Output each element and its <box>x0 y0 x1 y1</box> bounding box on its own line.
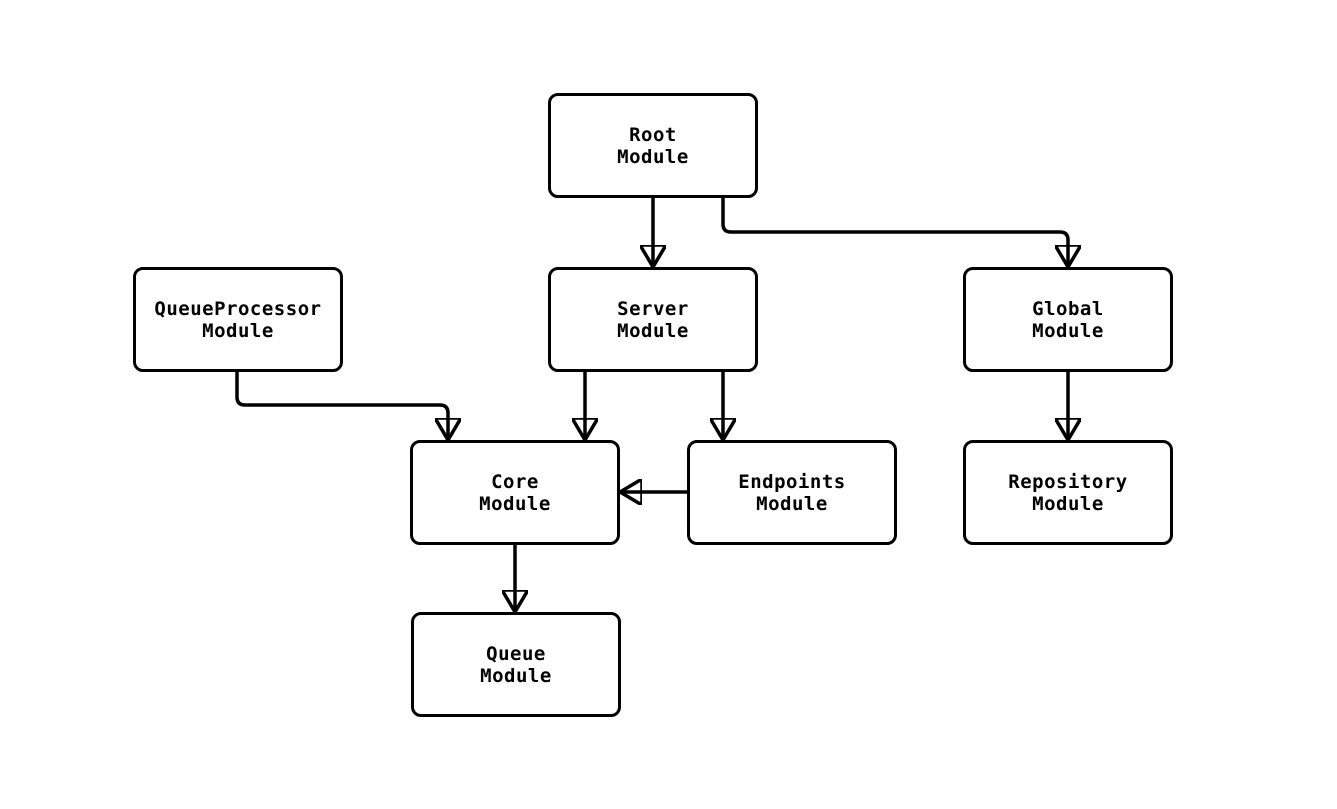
node-endpoints-module: Endpoints Module <box>687 440 897 545</box>
node-server-module: Server Module <box>548 267 758 372</box>
node-global-module: Global Module <box>963 267 1173 372</box>
node-core-module: Core Module <box>410 440 620 545</box>
node-queue-module: Queue Module <box>411 612 621 717</box>
node-label: Root Module <box>617 123 689 168</box>
edge-queueprocessor-to-core <box>235 372 448 439</box>
node-label: Endpoints Module <box>738 470 846 515</box>
node-root-module: Root Module <box>548 93 758 198</box>
node-label: Queue Module <box>480 642 552 687</box>
edge-root-to-global <box>721 198 1068 266</box>
node-repository-module: Repository Module <box>963 440 1173 545</box>
node-label: Repository Module <box>1008 470 1128 515</box>
node-queueprocessor-module: QueueProcessor Module <box>133 267 343 372</box>
node-label: Global Module <box>1032 297 1104 342</box>
node-label: QueueProcessor Module <box>154 297 322 342</box>
node-label: Server Module <box>617 297 689 342</box>
node-label: Core Module <box>479 470 551 515</box>
